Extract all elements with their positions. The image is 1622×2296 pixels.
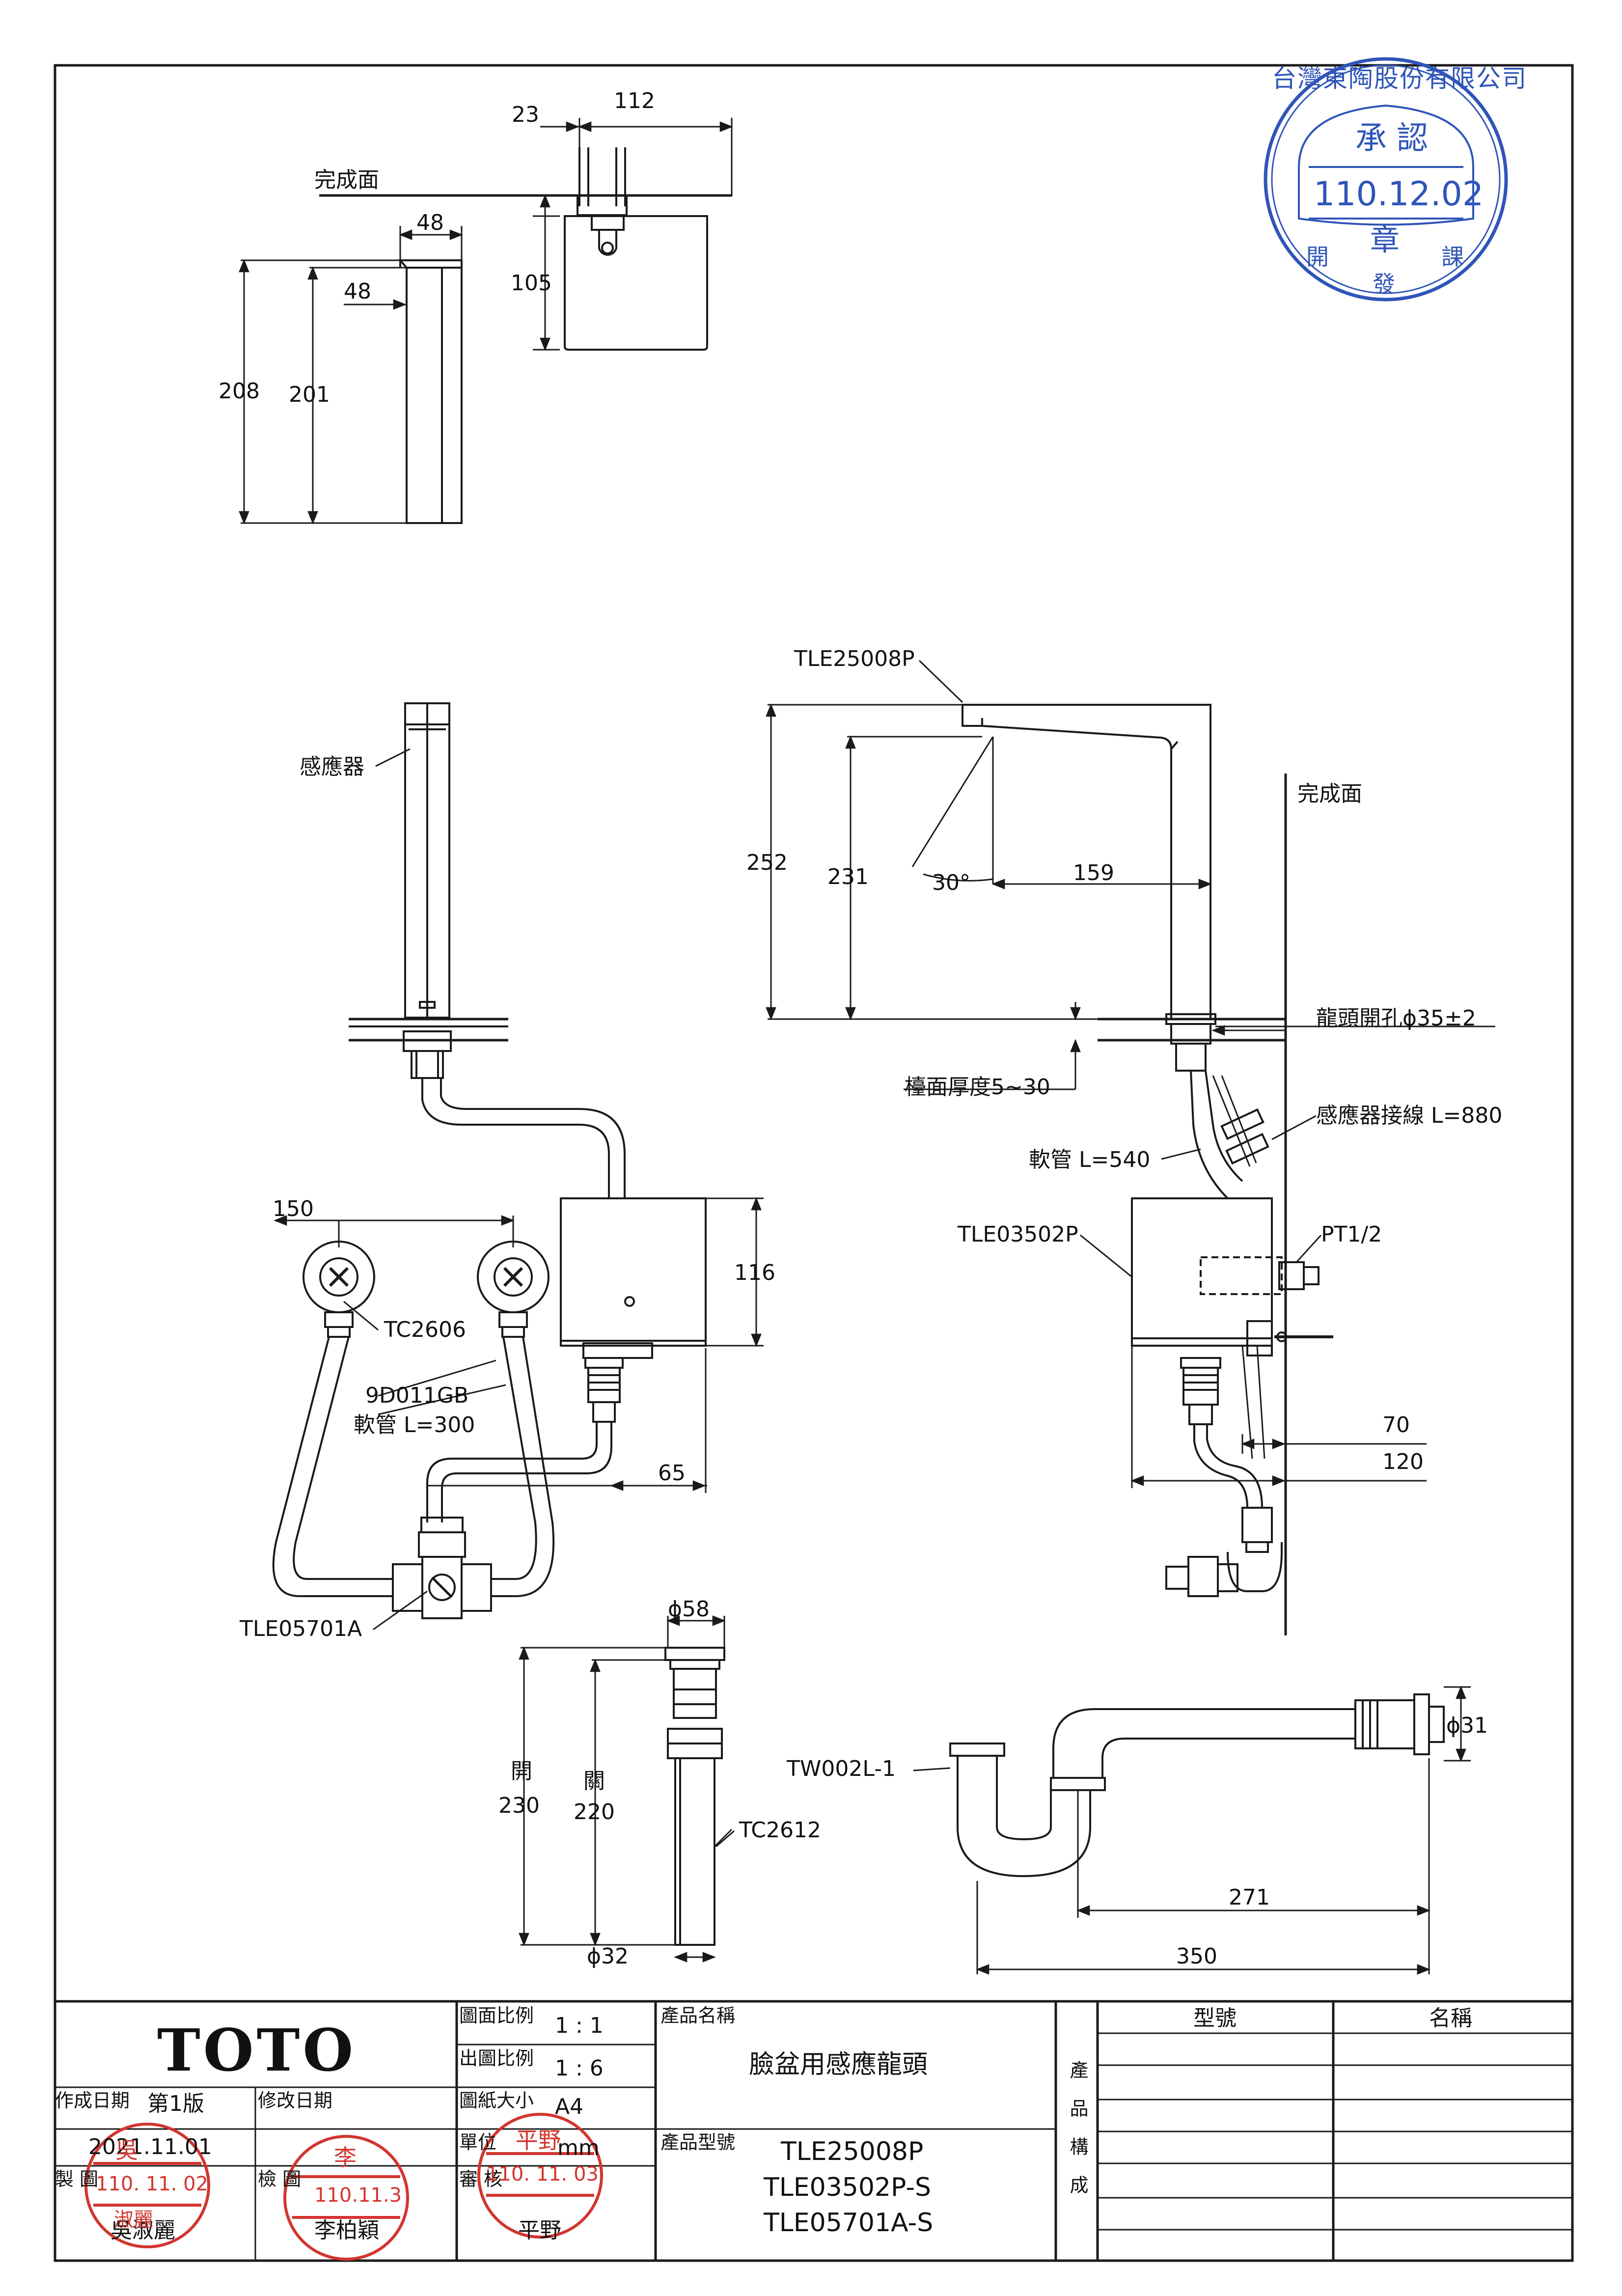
unit-label: 單位 <box>459 2131 497 2153</box>
checked-by: 李柏穎 <box>314 2218 379 2243</box>
dim-120: 120 <box>1382 1449 1424 1474</box>
drawn-stamp-date: 110. 11. 02 <box>96 2173 209 2195</box>
model-1: TLE25008P <box>781 2137 924 2166</box>
top-view-side-spout <box>239 226 463 525</box>
control-box-label: TLE03502P <box>958 1222 1078 1247</box>
paper-value: A4 <box>555 2094 584 2119</box>
created-label: 作成日期 <box>55 2090 130 2111</box>
dim-32: ϕ32 <box>587 1944 629 1969</box>
dim-112: 112 <box>614 88 655 113</box>
model-3: TLE05701A-S <box>764 2208 934 2238</box>
approval-stamps <box>84 2113 603 2261</box>
revised-label: 修改日期 <box>258 2090 333 2111</box>
seal-date: 110.12.02 <box>1314 175 1484 214</box>
counter-thickness-label: 檯面厚度5~30 <box>905 1075 1050 1100</box>
top-view-faucet <box>319 118 733 351</box>
drawn-stamp-char: 吳 <box>115 2137 138 2163</box>
paper-label: 圖紙大小 <box>459 2090 534 2111</box>
seal-company: 台灣東陶股份有限公司 <box>1272 64 1527 93</box>
drawn-stamp-surname: 淑麗 <box>114 2209 153 2231</box>
checked-stamp-char: 李 <box>334 2144 357 2171</box>
created-date: 2021.11.01 <box>88 2134 212 2159</box>
top-finish-surface-label: 完成面 <box>314 167 379 193</box>
pt-label: PT1/2 <box>1321 1222 1382 1247</box>
toto-logo: TOTO <box>157 2016 357 2084</box>
seal-approval: 承認 <box>1355 120 1438 157</box>
angle-30: 30° <box>932 870 970 895</box>
seal-dept-right: 課 <box>1441 244 1464 270</box>
stop-valves <box>272 1241 555 1619</box>
dim-58: ϕ58 <box>668 1597 710 1622</box>
scale-drawing-label: 圖面比例 <box>459 2005 534 2026</box>
scale-output-value: 1 : 6 <box>555 2056 604 2081</box>
open-label: 開 <box>511 1759 532 1784</box>
approved-by: 平野 <box>518 2218 561 2243</box>
dim-31: ϕ31 <box>1446 1713 1488 1738</box>
dim-271: 271 <box>1229 1885 1270 1910</box>
dim-252: 252 <box>746 850 788 875</box>
close-dim: 220 <box>574 1799 615 1825</box>
dim-208: 208 <box>219 379 260 404</box>
checked-label: 檢 圖 <box>258 2168 302 2190</box>
hose-model-label: 9D011GB <box>365 1383 469 1408</box>
dim-70: 70 <box>1382 1412 1410 1438</box>
tc2606-label: TC2606 <box>384 1317 466 1342</box>
seal-dept-bottom: 發 <box>1373 271 1395 297</box>
dim-23: 23 <box>512 102 539 127</box>
leader-lines <box>343 660 1495 1848</box>
hose-length-label: 軟管 L=300 <box>354 1412 475 1438</box>
p-trap <box>949 1686 1471 1975</box>
edition: 第1版 <box>147 2091 204 2116</box>
dim-105: 105 <box>511 271 552 296</box>
close-label: 關 <box>583 1769 605 1794</box>
drawing-frame <box>54 64 1574 2262</box>
product-name: 臉盆用感應龍頭 <box>749 2050 928 2079</box>
dim-231: 231 <box>827 864 869 889</box>
product-name-label: 產品名稱 <box>660 2005 736 2026</box>
dim-48-top: 48 <box>416 210 444 235</box>
valve-label: TLE05701A <box>240 1616 362 1641</box>
trap-model-label: TW002L-1 <box>787 1756 896 1781</box>
company-seal <box>1264 57 1508 302</box>
approved-stamp-char: 平野 <box>516 2127 561 2154</box>
scale-output-label: 出圖比例 <box>459 2047 534 2069</box>
dim-201: 201 <box>289 382 330 407</box>
col-model: 型號 <box>1193 2006 1237 2031</box>
dim-150: 150 <box>273 1196 314 1221</box>
model-2: TLE03502P-S <box>764 2173 931 2202</box>
checked-stamp-date: 110.11.3 <box>314 2184 402 2207</box>
scale-drawing-value: 1 : 1 <box>555 2013 604 2038</box>
tc2612-label: TC2612 <box>739 1818 821 1843</box>
sensor-cable-label: 感應器接線 L=880 <box>1316 1103 1503 1128</box>
dim-116: 116 <box>734 1260 775 1285</box>
dim-159: 159 <box>1073 860 1114 885</box>
side-view-faucet <box>766 703 1495 1635</box>
seal-char: 章 <box>1370 223 1400 258</box>
composition-label: 產品構成 <box>1067 2060 1088 2213</box>
faucet-model-label: TLE25008P <box>794 646 915 671</box>
hose-540-label: 軟管 L=540 <box>1029 1147 1151 1172</box>
side-finish-surface-label: 完成面 <box>1297 781 1362 806</box>
dim-65: 65 <box>658 1461 686 1486</box>
drain-assembly <box>519 1615 733 1963</box>
title-block-inner <box>55 2032 1572 2261</box>
unit-value: mm <box>557 2135 600 2160</box>
sensor-label: 感應器 <box>300 754 364 779</box>
hole-label: 龍頭開孔ϕ35±2 <box>1316 1006 1476 1031</box>
drawn-label: 製 圖 <box>55 2168 99 2190</box>
dim-350: 350 <box>1176 1944 1217 1969</box>
drawn-by: 吳淑麗 <box>110 2218 175 2243</box>
approved-stamp-date: 110. 11. 03 <box>486 2163 599 2185</box>
front-view-faucet <box>274 702 764 1522</box>
open-dim: 230 <box>498 1793 540 1818</box>
col-name: 名稱 <box>1429 2006 1472 2031</box>
product-model-label: 產品型號 <box>660 2131 736 2153</box>
approved-label: 審 核 <box>459 2168 503 2190</box>
dim-48-side: 48 <box>344 279 371 304</box>
seal-dept-left: 開 <box>1306 244 1329 270</box>
